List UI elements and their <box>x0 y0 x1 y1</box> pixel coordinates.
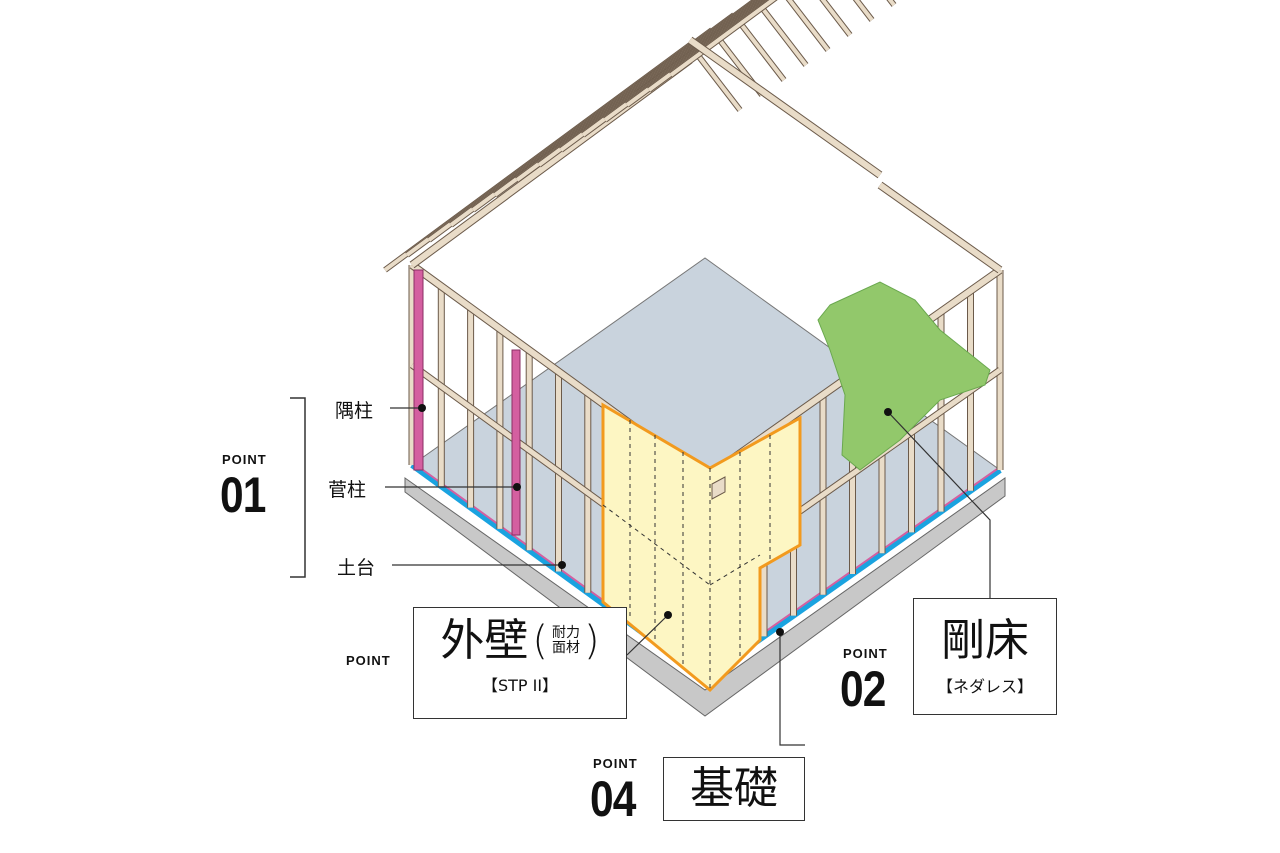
label-stud-post: 菅柱 <box>325 475 370 502</box>
foundation-box: 基礎 <box>663 757 805 821</box>
paren-open: ( <box>532 618 548 664</box>
rigid-floor-title: 剛床 <box>941 615 1029 666</box>
label-sill: 土台 <box>334 553 379 580</box>
point01-label: POINT <box>222 452 267 467</box>
exterior-wall-title: 外壁 <box>440 615 529 666</box>
roof-rafters <box>383 0 897 273</box>
point03-label: POINT <box>346 653 391 668</box>
stud-post <box>511 349 521 536</box>
rigid-floor-box: 剛床 【ネダレス】 <box>913 598 1057 715</box>
note-line1: 耐力 <box>552 624 580 641</box>
point02-number: 02 <box>840 661 886 717</box>
exterior-wall-panel <box>601 402 802 693</box>
paren-close: ) <box>584 618 600 664</box>
exterior-wall-box: 外壁 ( 耐力 面材 ) 【STP II】 <box>413 607 627 719</box>
leader-dots <box>418 404 892 636</box>
leader-lines <box>290 397 991 746</box>
point04-number: 04 <box>590 771 636 827</box>
point02-label: POINT <box>843 646 888 661</box>
corner-post <box>413 269 424 471</box>
rigid-floor-subtitle: 【ネダレス】 <box>936 677 1033 696</box>
note-line2: 面材 <box>552 640 580 656</box>
exterior-wall-subtitle: 【STP II】 <box>481 676 559 695</box>
label-corner-post: 隅柱 <box>332 396 377 423</box>
rigid-floor-panel <box>817 281 991 471</box>
point04-label: POINT <box>593 756 638 771</box>
foundation-title: 基礎 <box>690 763 778 814</box>
point01-number: 01 <box>220 467 266 523</box>
